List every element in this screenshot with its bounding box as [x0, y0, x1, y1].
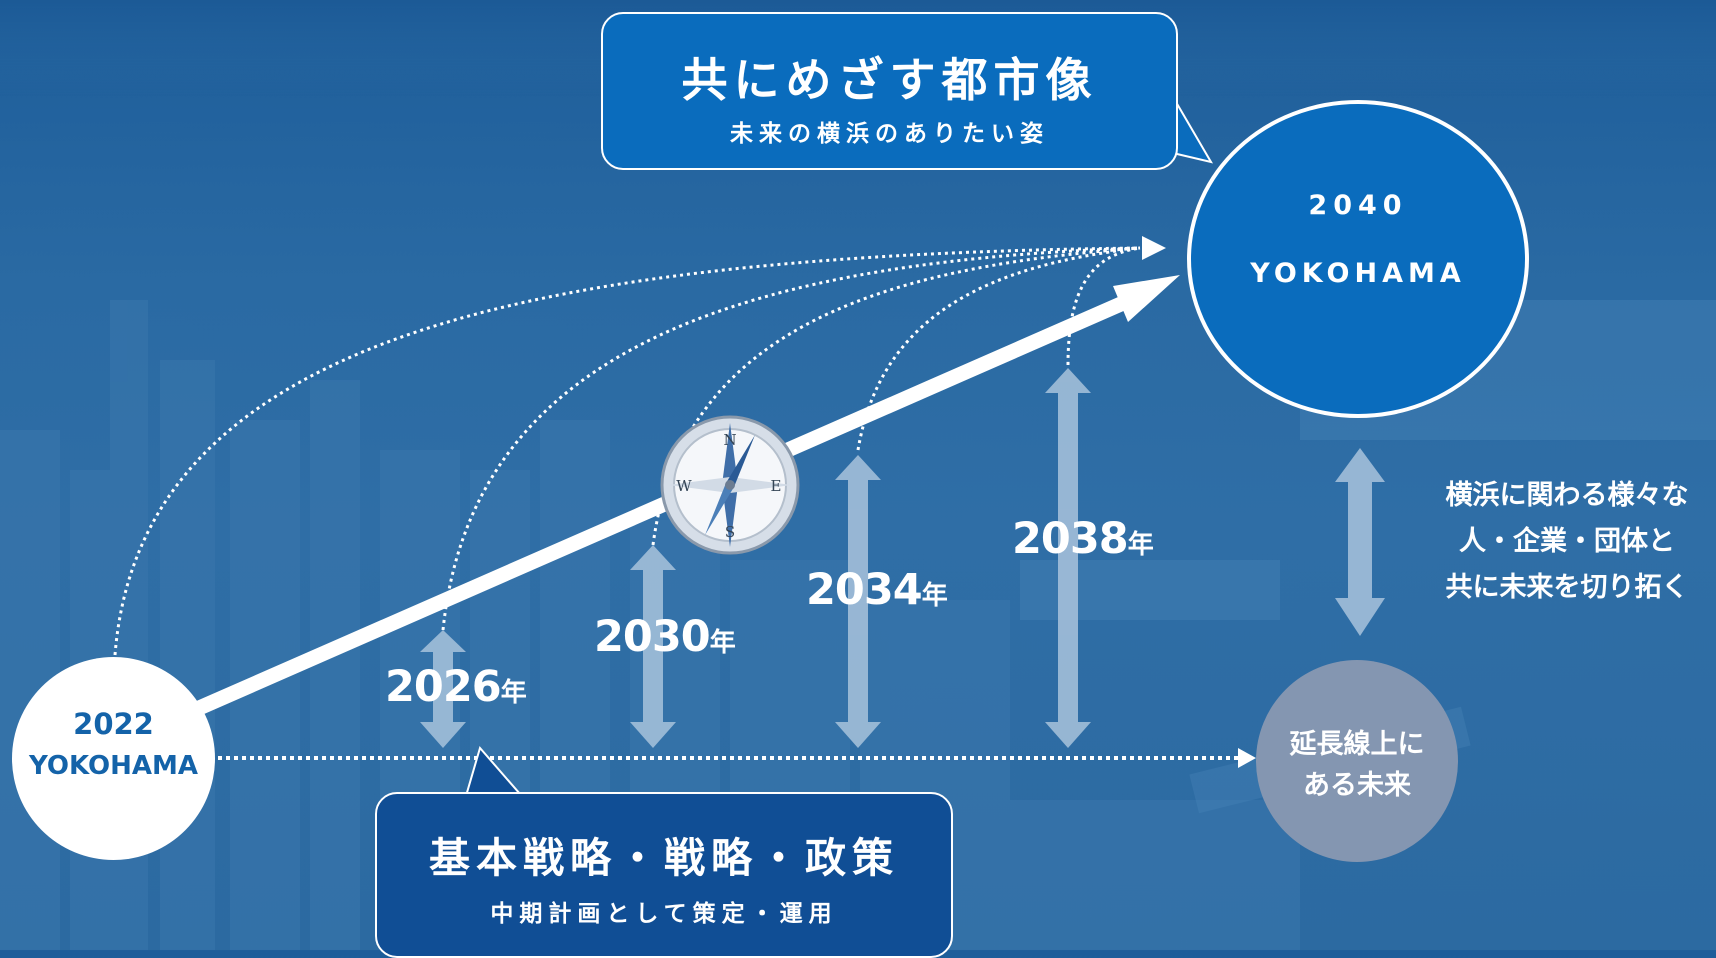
bottom-callout-tail	[464, 745, 523, 798]
milestone-2030-suffix: 年	[709, 628, 736, 658]
goal-2040-circle: 2040 YOKOHAMA	[1187, 100, 1529, 418]
goal-year: 2040	[1308, 190, 1408, 221]
strategy-subtitle: 中期計画として策定・運用	[490, 901, 838, 927]
milestone-2034-suffix: 年	[921, 581, 948, 611]
span-arrow-2026	[420, 630, 466, 748]
milestone-2038-year: 2038	[1012, 514, 1129, 564]
curve-from-2026	[441, 246, 1141, 631]
milestone-2038: 2038年	[1012, 514, 1154, 564]
curve-from-2034	[856, 246, 1141, 451]
extension-line2: ある未来	[1303, 770, 1411, 801]
milestone-2038-suffix: 年	[1127, 530, 1154, 560]
city-vision-callout: 共にめざす都市像 未来の横浜のありたい姿	[601, 12, 1178, 170]
milestone-2026-year: 2026	[385, 662, 502, 712]
curve-from-2038	[1066, 246, 1141, 366]
tail-mask	[1160, 98, 1170, 160]
start-name: YOKOHAMA	[29, 751, 198, 781]
compass-icon: N S E W	[660, 415, 800, 555]
start-year: 2022	[73, 707, 154, 741]
span-arrow-2038	[1045, 368, 1091, 748]
milestone-2034: 2034年	[806, 565, 948, 615]
main-arrow	[186, 293, 1134, 719]
city-vision-title: 共にめざす都市像	[681, 53, 1098, 107]
span-arrow-2030	[630, 545, 676, 748]
extension-line1: 延長線上に	[1289, 729, 1425, 760]
curve-from-2030	[651, 246, 1141, 546]
goal-name: YOKOHAMA	[1250, 258, 1466, 289]
collaboration-line3: 共に未来を切り拓く	[1445, 572, 1689, 603]
milestone-2026-suffix: 年	[500, 678, 527, 708]
svg-text:N: N	[723, 431, 736, 449]
milestone-2030-year: 2030	[594, 612, 711, 662]
curve-from-2022	[113, 246, 1141, 656]
svg-text:E: E	[771, 477, 782, 495]
gap-arrow	[1335, 448, 1385, 636]
milestone-2030: 2030年	[594, 612, 736, 662]
collaboration-line1: 横浜に関わる様々な	[1445, 480, 1689, 511]
milestone-2034-year: 2034	[806, 565, 923, 615]
start-2022-circle: 2022 YOKOHAMA	[12, 657, 215, 860]
span-arrow-2034	[835, 455, 881, 748]
milestone-2026: 2026年	[385, 662, 527, 712]
svg-text:W: W	[676, 477, 692, 495]
strategy-callout: 基本戦略・戦略・政策 中期計画として策定・運用	[375, 792, 953, 958]
extension-future-circle: 延長線上に ある未来	[1256, 660, 1458, 862]
collaboration-text: 横浜に関わる様々な 人・企業・団体と 共に未来を切り拓く	[1418, 473, 1716, 611]
svg-text:S: S	[725, 523, 735, 541]
strategy-title: 基本戦略・戦略・政策	[429, 834, 899, 882]
collaboration-line2: 人・企業・団体と	[1459, 526, 1675, 557]
city-vision-subtitle: 未来の横浜のありたい姿	[730, 121, 1049, 147]
